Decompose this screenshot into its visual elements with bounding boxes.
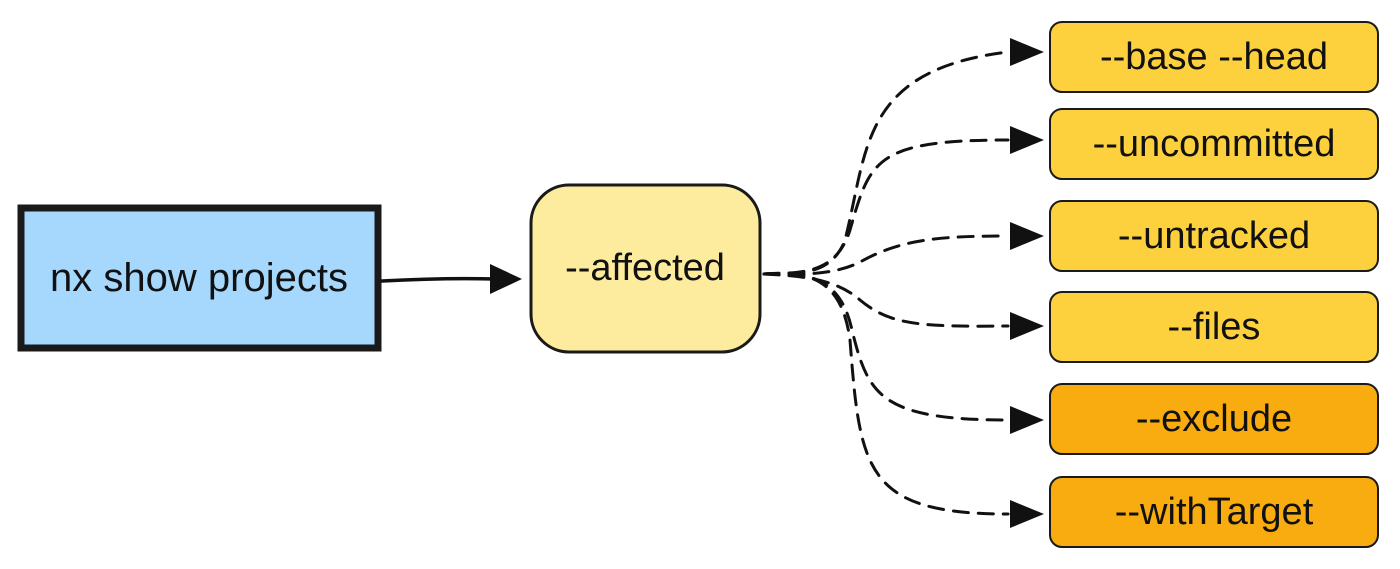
root-node: nx show projects	[17, 204, 382, 352]
option-node-untracked: --untracked	[1049, 200, 1379, 272]
edge-root-to-affected-arrowhead	[490, 264, 522, 294]
option-node-base-head: --base --head	[1049, 21, 1379, 93]
option-node-label: --base --head	[1100, 36, 1328, 78]
option-node-label: --files	[1168, 306, 1261, 348]
root-node-box	[17, 204, 382, 352]
option-node-withtarget: --withTarget	[1049, 476, 1379, 548]
edge-to-option-withtarget	[762, 271, 1010, 516]
edge-to-option-uncommitted	[762, 138, 1010, 276]
option-node-box	[1049, 476, 1379, 548]
edge-to-option-exclude	[762, 272, 1010, 422]
option-node-box	[1049, 383, 1379, 455]
option-node-uncommitted: --uncommitted	[1049, 108, 1379, 180]
edge-root-to-affected	[380, 276, 497, 283]
option-node-label: --uncommitted	[1093, 123, 1336, 165]
affected-node: --affected	[529, 183, 762, 354]
option-node-label: --untracked	[1118, 215, 1310, 257]
option-node-box	[1049, 108, 1379, 180]
option-files-arrowhead	[1010, 312, 1044, 340]
edge-to-option-untracked	[762, 234, 1010, 276]
affected-node-label: --affected	[565, 247, 725, 289]
option-withtarget-arrowhead	[1010, 500, 1044, 528]
root-node-label: nx show projects	[50, 256, 348, 300]
option-edges	[762, 38, 1044, 528]
edge-to-option-files	[762, 272, 1010, 328]
option-node-label: --exclude	[1136, 398, 1292, 440]
option-node-box	[1049, 21, 1379, 93]
affected-node-box	[529, 183, 762, 354]
option-base-head-arrowhead	[1010, 38, 1044, 66]
edge-to-option-base-head	[762, 50, 1010, 276]
option-node-box	[1049, 200, 1379, 272]
option-node-files: --files	[1049, 291, 1379, 363]
option-exclude-arrowhead	[1010, 406, 1044, 434]
option-uncommitted-arrowhead	[1010, 126, 1044, 154]
option-node-exclude: --exclude	[1049, 383, 1379, 455]
option-node-label: --withTarget	[1115, 491, 1314, 533]
option-node-box	[1049, 291, 1379, 363]
option-untracked-arrowhead	[1010, 222, 1044, 250]
